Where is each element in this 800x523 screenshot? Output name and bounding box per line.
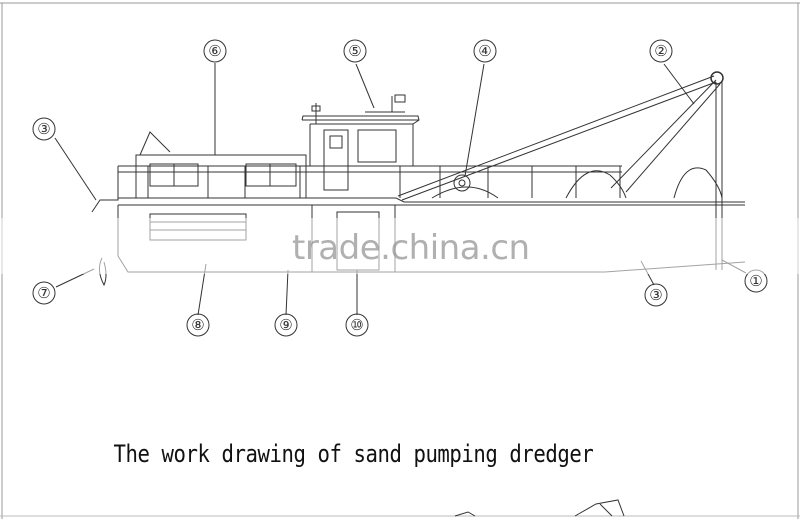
callout-number-5: ⑤: [348, 42, 361, 60]
callout-number-4: ④: [478, 42, 491, 60]
watermark-band: [0, 218, 800, 274]
aft-cabin: [135, 131, 307, 199]
callout-number-2: ②: [654, 42, 667, 60]
callout-circle-2: [649, 39, 673, 63]
callout-number-7: ⑦: [37, 284, 50, 302]
callout-circle-3-right: [644, 283, 668, 307]
callout-circle-7: [32, 281, 56, 305]
callout-circle-6: [203, 39, 227, 63]
callout-number-6: ⑥: [208, 42, 221, 60]
callout-circle-10: [345, 313, 369, 337]
callout-number-8: ⑧: [191, 316, 204, 334]
callout-circle-5: [343, 39, 367, 63]
wheelhouse: [301, 94, 420, 191]
gantry: [431, 71, 724, 270]
drawing-caption: The work drawing of sand pumping dredger: [113, 440, 594, 468]
boom-and-winch: [397, 75, 717, 201]
callout-circle-9: [274, 313, 298, 337]
callout-number-3-left: ③: [37, 120, 50, 138]
bottom-partial-drawing: [454, 499, 625, 517]
deck-railing: [117, 165, 622, 198]
watermark-text: trade.china.cn: [292, 228, 530, 268]
callout-circle-8: [186, 313, 210, 337]
callout-circles: [32, 39, 768, 337]
callout-circle-3-left: [32, 117, 56, 141]
callout-number-1: ①: [749, 272, 762, 290]
callout-number-3-right: ③: [649, 286, 662, 304]
callout-number-9: ⑨: [279, 316, 292, 334]
callout-numbers: ⑥ ⑤ ④ ② ③ ⑦ ⑧ ⑨ ⑩ ③ ①: [37, 42, 762, 334]
callout-circle-4: [473, 39, 497, 63]
callout-number-10: ⑩: [350, 316, 363, 334]
